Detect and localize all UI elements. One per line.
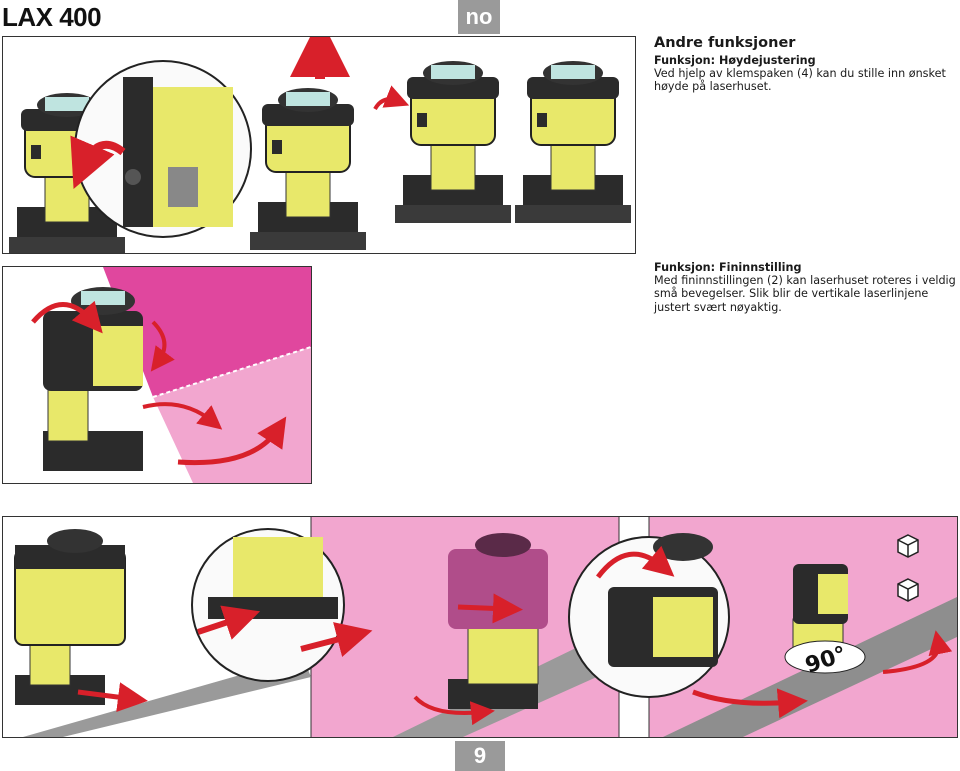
height-adjustment-body: Ved hjelp av klemspaken (4) kan du still…	[654, 67, 946, 94]
language-badge: no	[458, 0, 500, 34]
section-heading: Andre funksjoner	[654, 35, 796, 51]
rotate-arrow-icon	[142, 402, 223, 430]
magnifier-circle-icon	[191, 528, 345, 682]
magnifier-circle-icon	[74, 60, 252, 238]
rotate-arrow-icon	[300, 622, 373, 657]
cube-target-icon	[897, 578, 919, 602]
laser-level-device-icon	[448, 533, 548, 709]
fine-adjustment-illustration	[2, 266, 312, 484]
laser-level-device-icon	[43, 287, 143, 471]
model-title: LAX 400	[2, 2, 102, 32]
rotate-arrow-icon	[177, 416, 287, 466]
height-adjustment-illustration	[2, 36, 636, 254]
rotate-arrow-icon	[77, 682, 148, 712]
laser-level-device-icon	[394, 60, 512, 224]
rotate-arrow-icon	[413, 695, 495, 726]
fine-adjustment-body: Med fininnstillingen (2) kan laserhuset …	[654, 274, 956, 314]
fine-adjustment-subheading: Funksjon: Fininnstilling	[654, 261, 802, 274]
fine-adjustment-section: Funksjon: Fininnstilling Med fininnstill…	[654, 261, 958, 314]
rotate-arrow-icon	[596, 545, 675, 579]
other-functions-section: Andre funksjoner Funksjon: Høydejusterin…	[654, 34, 958, 94]
rotate-arrow-icon	[692, 688, 808, 719]
alignment-sequence-illustration: 90°	[2, 516, 958, 738]
laser-level-device-icon	[514, 60, 632, 224]
rotate-arrow-icon	[31, 300, 103, 334]
laser-level-device-icon	[249, 87, 367, 251]
rotate-arrow-icon	[150, 320, 175, 372]
rotate-arrow-icon	[882, 630, 953, 674]
rotate-arrow-icon	[197, 605, 261, 640]
laser-level-device-icon	[792, 564, 848, 660]
cube-target-icon	[897, 534, 919, 558]
rotate-arrow-icon	[457, 593, 523, 624]
page-number: 9	[455, 741, 505, 771]
rotate-arrow-icon	[70, 135, 126, 190]
laser-level-device-icon	[14, 529, 126, 705]
height-adjustment-subheading: Funksjon: Høydejustering	[654, 54, 816, 67]
rotate-arrow-icon	[373, 85, 410, 111]
magnifier-circle-icon	[568, 533, 730, 698]
